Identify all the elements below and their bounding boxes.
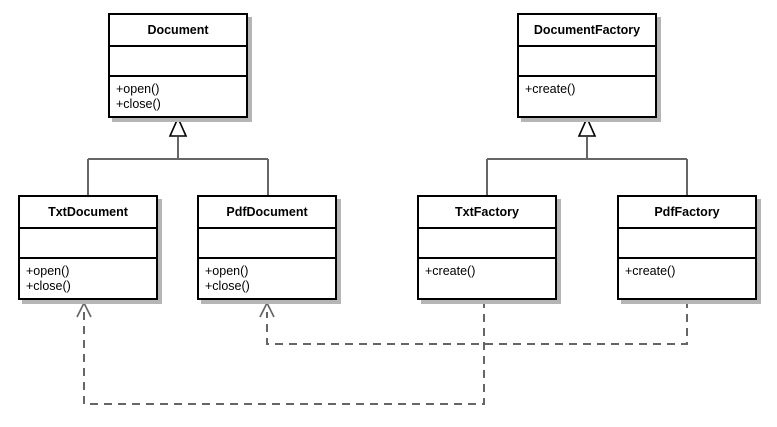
operation-item: +create() — [425, 264, 476, 278]
operation-item: +close() — [116, 97, 161, 111]
class-operations-row: +open() +close() — [20, 259, 156, 294]
class-box-txtfactory[interactable]: TxtFactory +create() — [417, 195, 557, 300]
class-operations-row: +open() +close() — [110, 77, 246, 112]
operation-item: +create() — [525, 82, 576, 96]
class-name-row: TxtDocument — [20, 197, 156, 229]
class-box-pdffactory[interactable]: PdfFactory +create() — [617, 195, 757, 300]
class-operations-row: +create() — [519, 77, 655, 97]
class-attributes-row — [110, 47, 246, 77]
open-v-arrowhead-icon — [259, 301, 275, 318]
generalization-document-hierarchy — [87, 116, 269, 195]
class-name-label: TxtFactory — [455, 205, 519, 219]
class-name-label: Document — [147, 23, 209, 37]
class-attributes-row — [519, 47, 655, 77]
operation-item: +open() — [205, 264, 249, 278]
class-attributes-row — [419, 229, 555, 259]
class-attributes-row — [199, 229, 335, 259]
class-name-label: PdfFactory — [654, 205, 720, 219]
class-box-txtdocument[interactable]: TxtDocument +open() +close() — [18, 195, 158, 300]
class-box-document[interactable]: Document +open() +close() — [108, 13, 248, 118]
dependency-path-pdf — [266, 300, 688, 345]
dependency-pdffactory-to-pdfdocument — [259, 300, 688, 345]
class-name-label: TxtDocument — [48, 205, 128, 219]
class-box-pdfdocument[interactable]: PdfDocument +open() +close() — [197, 195, 337, 300]
dependency-path-txt — [83, 300, 485, 405]
operation-item: +close() — [26, 279, 71, 293]
hollow-triangle-arrowhead-icon — [168, 116, 188, 137]
operation-item: +open() — [26, 264, 70, 278]
class-box-documentfactory[interactable]: DocumentFactory +create() — [517, 13, 657, 118]
hollow-triangle-arrowhead-icon — [577, 116, 597, 137]
class-name-row: PdfDocument — [199, 197, 335, 229]
dependency-txtfactory-to-txtdocument — [76, 300, 485, 405]
generalization-documentfactory-hierarchy — [486, 116, 688, 195]
class-operations-row: +create() — [619, 259, 755, 279]
open-v-arrowhead-icon — [76, 301, 92, 318]
class-attributes-row — [20, 229, 156, 259]
class-attributes-row — [619, 229, 755, 259]
class-name-row: DocumentFactory — [519, 15, 655, 47]
class-name-label: DocumentFactory — [533, 23, 641, 37]
class-name-row: TxtFactory — [419, 197, 555, 229]
operation-item: +create() — [625, 264, 676, 278]
class-name-row: PdfFactory — [619, 197, 755, 229]
class-operations-row: +create() — [419, 259, 555, 279]
class-name-label: PdfDocument — [226, 205, 308, 219]
operation-item: +close() — [205, 279, 250, 293]
operation-item: +open() — [116, 82, 160, 96]
class-operations-row: +open() +close() — [199, 259, 335, 294]
class-name-row: Document — [110, 15, 246, 47]
